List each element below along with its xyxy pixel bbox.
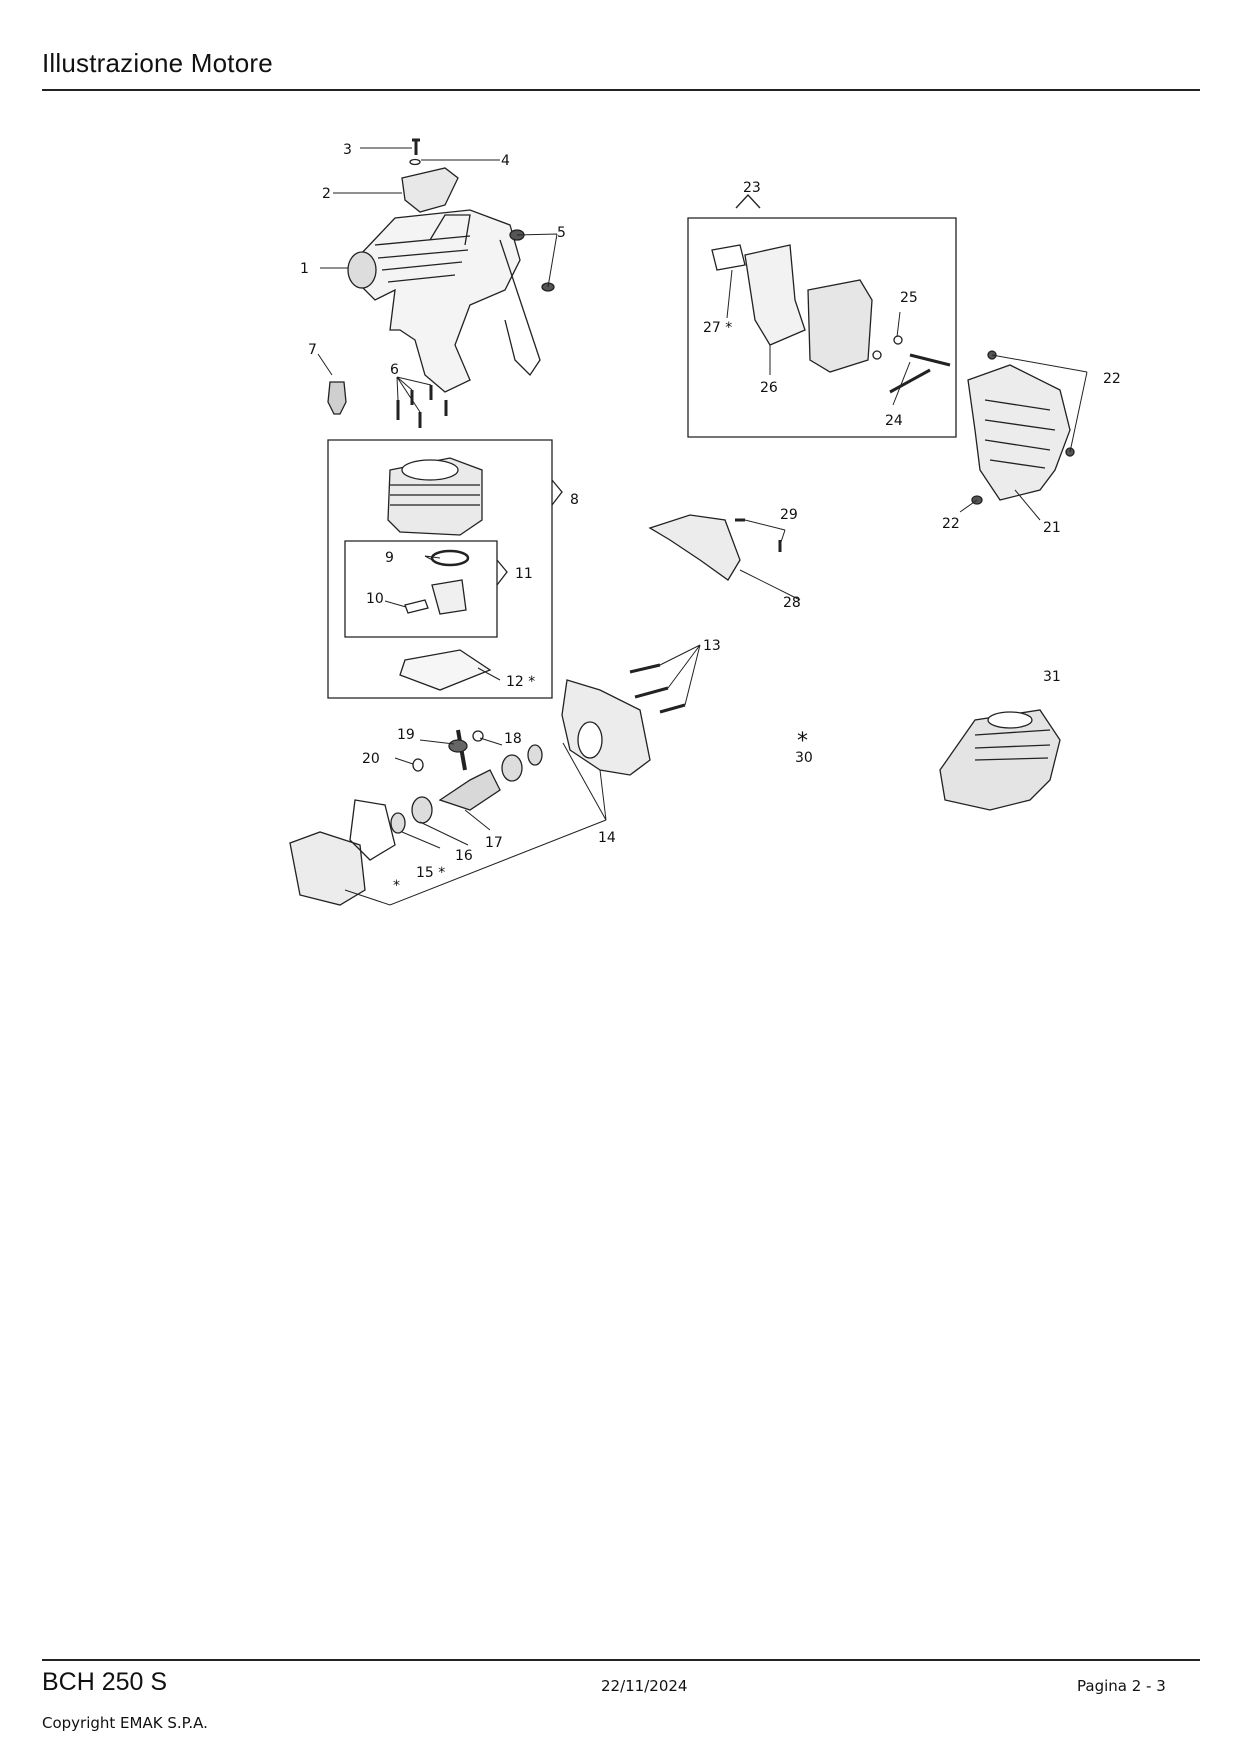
assembled-engine-part[interactable] <box>939 709 1061 811</box>
muffler-washer-part[interactable] <box>872 350 882 360</box>
callout-21: 21 <box>1043 520 1061 536</box>
callout-2: 2 <box>322 186 331 202</box>
screw-part-3[interactable] <box>412 138 420 155</box>
footer-model: BCH 250 S <box>42 1668 168 1696</box>
bearing-part[interactable] <box>411 796 433 824</box>
muffler-washer-part[interactable] <box>893 335 903 345</box>
piston-part[interactable] <box>431 579 467 615</box>
callout-16: 16 <box>455 848 473 864</box>
callout-10: 10 <box>366 591 384 607</box>
washer-part-18[interactable] <box>472 730 484 742</box>
needle-bearing-part[interactable] <box>448 739 468 753</box>
bolts-part-6[interactable] <box>396 385 448 428</box>
callout-star: * <box>393 878 400 894</box>
callout-15: 15 * <box>416 865 445 881</box>
callout-30: 30 <box>795 750 813 766</box>
callout-25: 25 <box>900 290 918 306</box>
callout-1: 1 <box>300 261 309 277</box>
spark-plug-part[interactable] <box>327 381 347 415</box>
callout-17: 17 <box>485 835 503 851</box>
callout-13: 13 <box>703 638 721 654</box>
crankcase-gasket-part[interactable] <box>349 799 396 861</box>
crankcase-part[interactable] <box>561 679 651 776</box>
bearing-part[interactable] <box>501 754 523 782</box>
piston-pin-part[interactable] <box>404 599 429 614</box>
seal-part[interactable] <box>390 812 406 834</box>
top-cover-part[interactable] <box>401 167 459 213</box>
footer-page-number: Pagina 2 - 3 <box>1077 1677 1166 1695</box>
callout-6: 6 <box>390 362 399 378</box>
callout-26: 26 <box>760 380 778 396</box>
callout-22a: 22 <box>1103 371 1121 387</box>
muffler-bolts-part[interactable] <box>889 353 951 394</box>
callout-20: 20 <box>362 751 380 767</box>
footer-date: 22/11/2024 <box>601 1677 688 1695</box>
washer-part-4[interactable] <box>409 158 421 166</box>
muffler-part[interactable] <box>807 279 873 373</box>
callout-18: 18 <box>504 731 522 747</box>
engine-exploded-diagram: 1 2 3 4 5 6 7 8 9 10 11 12 * 13 14 15 * … <box>289 138 1121 906</box>
page-title: Illustrazione Motore <box>42 48 273 78</box>
footer-copyright: Copyright EMAK S.P.A. <box>42 1714 208 1732</box>
crankcase-half-part[interactable] <box>289 831 366 906</box>
cylinder-part[interactable] <box>387 457 483 536</box>
callout-11: 11 <box>515 566 533 582</box>
bearing-part[interactable] <box>527 744 543 766</box>
callout-5: 5 <box>557 225 566 241</box>
deflector-screws-part[interactable] <box>735 518 782 552</box>
callout-9: 9 <box>385 550 394 566</box>
callout-4: 4 <box>501 153 510 169</box>
piston-rings-part[interactable] <box>430 549 470 567</box>
callout-19: 19 <box>397 727 415 743</box>
footer-rule <box>42 1659 1200 1661</box>
callout-3: 3 <box>343 142 352 158</box>
callout-30-star: * <box>797 729 808 754</box>
callout-24: 24 <box>885 413 903 429</box>
muffler-guard-part[interactable] <box>967 364 1071 501</box>
callout-14: 14 <box>598 830 616 846</box>
callout-31: 31 <box>1043 669 1061 685</box>
muffler-plate-part[interactable] <box>744 244 806 346</box>
callout-23: 23 <box>743 180 761 196</box>
callout-28: 28 <box>783 595 801 611</box>
callout-29: 29 <box>780 507 798 523</box>
piston-kit-box <box>344 540 498 638</box>
header-rule <box>42 89 1200 91</box>
clip-part-20[interactable] <box>412 758 424 772</box>
cylinder-kit-box <box>327 439 553 699</box>
muffler-gasket-part[interactable] <box>711 244 746 271</box>
leader-lines <box>317 147 1088 906</box>
callout-7: 7 <box>308 342 317 358</box>
callout-12: 12 * <box>506 674 535 690</box>
callout-22b: 22 <box>942 516 960 532</box>
crankcase-screws-part[interactable] <box>629 663 686 714</box>
callout-8: 8 <box>570 492 579 508</box>
callout-27: 27 * <box>703 320 732 336</box>
cylinder-gasket-part[interactable] <box>399 649 492 691</box>
exhaust-deflector-part[interactable] <box>648 514 741 581</box>
shroud-part[interactable] <box>347 209 541 393</box>
muffler-kit-box <box>687 217 957 438</box>
